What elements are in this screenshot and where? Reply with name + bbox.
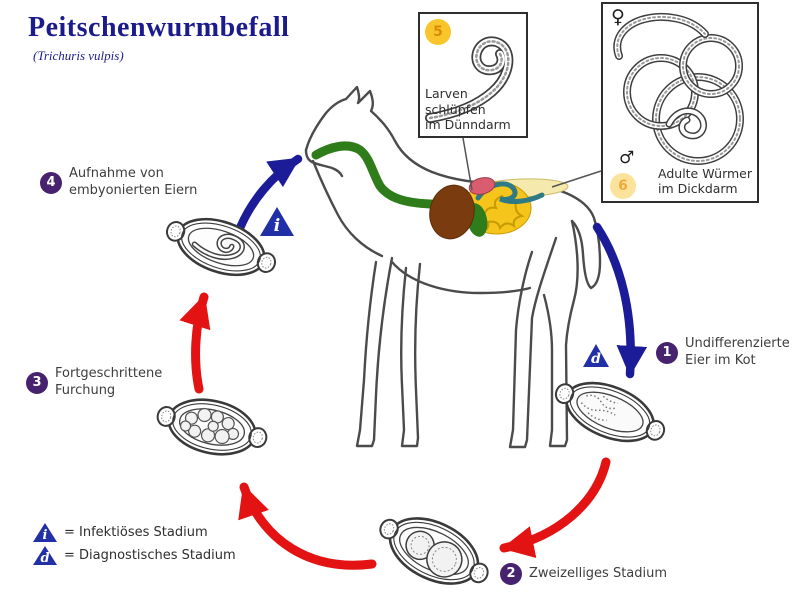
legend: i = Infektiöses Stadium d = Diagnostisch… <box>32 521 236 567</box>
adult-worms-drawing <box>613 12 744 165</box>
colon-teal <box>475 181 545 205</box>
arrow-stage1-to-stage2 <box>499 457 611 558</box>
stage2-badge: 2 <box>500 563 522 585</box>
stage5-badge: 5 <box>425 19 451 45</box>
diagnostic-stage-marker: d <box>583 344 609 367</box>
dog-organs <box>311 141 569 240</box>
egg-stage4-embryonated <box>166 217 276 277</box>
leader-line-adults-box <box>551 170 602 188</box>
larvae-box: 5 Larven schlüpfen im Dünndarm <box>418 12 528 138</box>
larvae-box-label: Larven schlüpfen im Dünndarm <box>425 86 511 133</box>
stage1-badge: 1 <box>656 341 678 364</box>
diagnostic-marker-letter: d <box>591 351 601 367</box>
stage2-label: 2 Zweizelliges Stadium <box>500 563 667 585</box>
infectious-legend-icon: i <box>33 523 57 543</box>
egg-stage2-two-cell <box>379 517 489 585</box>
egg-stage3-morula <box>156 398 268 456</box>
arrow-stage2-to-stage3 <box>238 482 377 570</box>
dog-outline-drawing <box>304 85 602 449</box>
leader-line-larvae-box <box>462 137 473 191</box>
stage4-badge: 4 <box>40 171 62 194</box>
egg-stage1-undifferentiated <box>554 381 666 443</box>
adult-worms-box: ♀ ♂ 6 Adulte Würmer im Di <box>601 2 759 203</box>
legend-infectious-row: i = Infektiöses Stadium <box>32 521 236 544</box>
female-symbol: ♀ <box>611 6 625 28</box>
legend-diagnostic-row: d = Diagnostisches Stadium <box>32 544 236 567</box>
larva-drawing <box>425 36 514 123</box>
stage4-label: 4 Aufnahme von embyonierten Eiern <box>40 166 197 200</box>
infectious-stage-marker: i <box>260 207 294 236</box>
svg-text:d: d <box>40 551 49 566</box>
stage6-badge: 6 <box>610 173 636 199</box>
legend-infectious-label: = Infektiöses Stadium <box>64 525 208 540</box>
male-symbol: ♂ <box>619 148 635 168</box>
cycle-arrows-red <box>179 292 611 570</box>
legend-diagnostic-label: = Diagnostisches Stadium <box>64 548 236 563</box>
page-title: Peitschenwurmbefall <box>28 12 290 43</box>
stage1-label: 1 Undifferenzierte Eier im Kot <box>656 336 790 370</box>
stage3-label: 3 Fortgeschrittene Furchung <box>26 366 162 400</box>
arrow-dog-to-stage1 <box>592 222 648 379</box>
svg-text:i: i <box>43 528 48 543</box>
arrow-stage3-to-stage4 <box>179 292 211 394</box>
stage3-badge: 3 <box>26 371 48 394</box>
arrow-stage4-to-dog <box>235 154 303 233</box>
stomach-pink <box>468 177 496 195</box>
liver-brown <box>429 184 475 240</box>
adult-worms-box-label: Adulte Würmer im Dickdarm <box>658 165 752 197</box>
infectious-marker-letter: i <box>274 216 280 236</box>
cycle-arrows-blue <box>235 154 648 379</box>
page-subtitle: (Trichuris vulpis) <box>33 48 124 63</box>
diagnostic-legend-icon: d <box>33 546 57 566</box>
